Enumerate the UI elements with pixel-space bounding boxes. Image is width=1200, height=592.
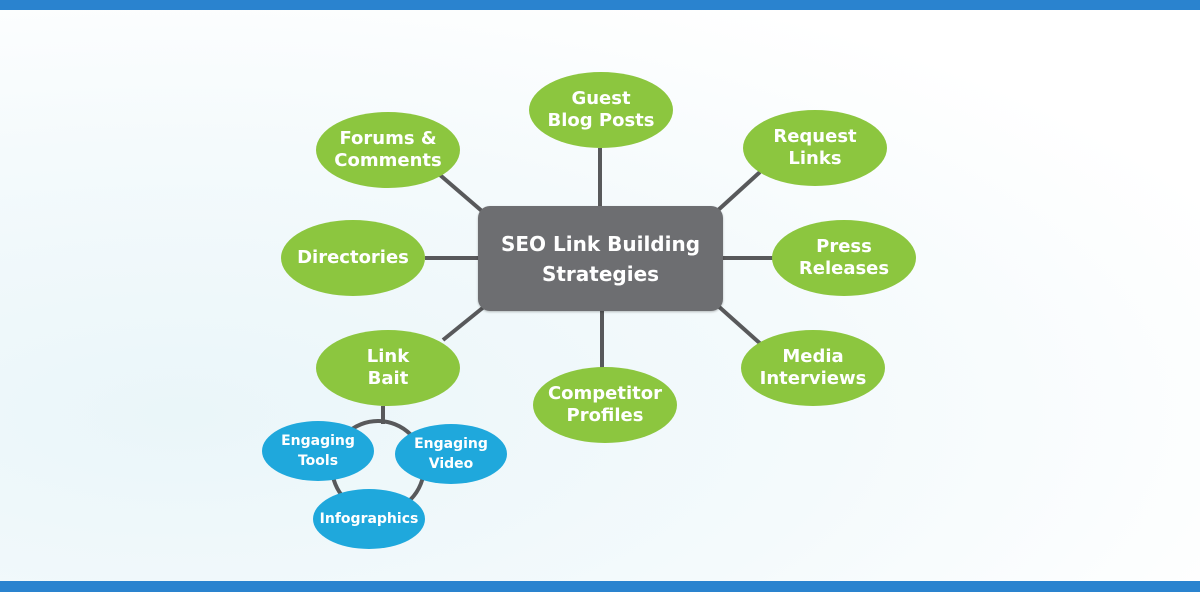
node-request-links: Request Links <box>743 110 887 186</box>
node-link-bait: Link Bait <box>316 330 460 406</box>
node-press-releases: Press Releases <box>772 220 916 296</box>
bottom-frame-bar <box>0 581 1200 592</box>
node-competitor-profiles: Competitor Profiles <box>533 367 677 443</box>
top-frame-bar <box>0 0 1200 10</box>
center-label-line2: Strategies <box>541 261 660 286</box>
node-media-interviews: Media Interviews <box>741 330 885 406</box>
center-node: SEO Link Building Strategies <box>478 206 723 311</box>
center-label-line1: SEO Link Building <box>500 231 701 256</box>
node-forums-comments: Forums & Comments <box>316 112 460 188</box>
node-engaging-video: Engaging Video <box>395 424 507 484</box>
node-guest-blog-posts: Guest Blog Posts <box>529 72 673 148</box>
node-directories: Directories <box>281 220 425 296</box>
connector-linkbait <box>441 304 487 342</box>
connector-forums <box>438 173 485 214</box>
node-infographics: Infographics <box>313 489 425 549</box>
connector-media <box>715 303 765 348</box>
node-engaging-tools: Engaging Tools <box>262 421 374 481</box>
connector-request <box>714 170 762 214</box>
